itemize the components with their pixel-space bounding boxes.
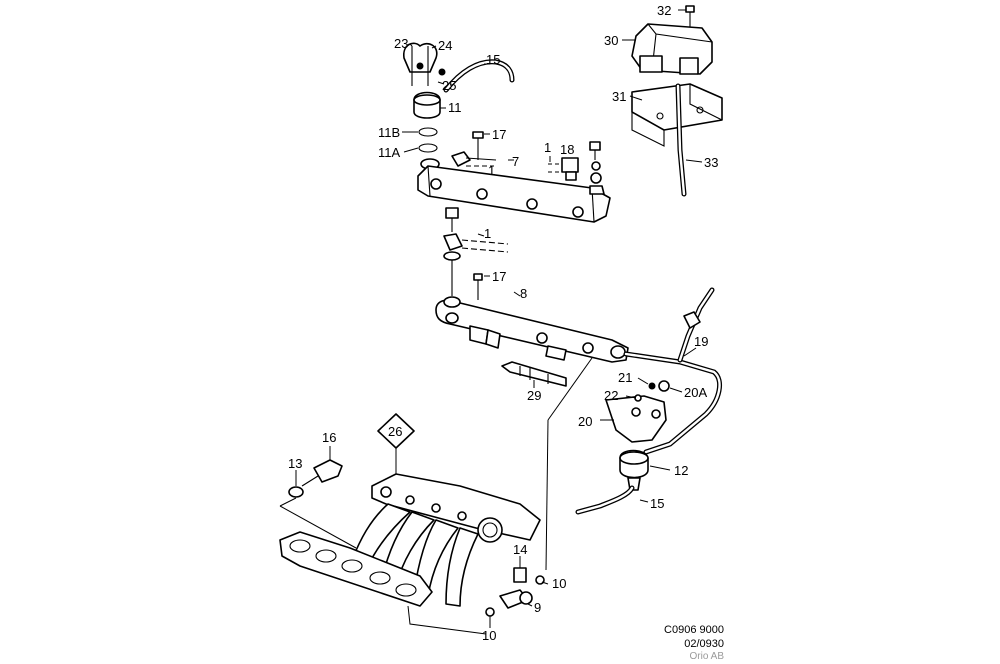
drawing-version: 02/0930 (684, 638, 724, 650)
label-17-lower: 17 (492, 269, 506, 284)
label-7: 7 (512, 154, 519, 169)
label-29: 29 (527, 388, 541, 403)
label-21: 21 (618, 370, 632, 385)
return-line-group: 19 21 22 20A 20 12 15 (575, 287, 723, 515)
label-19: 19 (694, 334, 708, 349)
label-1-sensor: 1 (544, 140, 551, 155)
label-14: 14 (513, 542, 527, 557)
label-33: 33 (704, 155, 718, 170)
injector-group: 14 10 9 10 (407, 357, 593, 643)
label-30: 30 (604, 33, 618, 48)
label-9: 9 (534, 600, 541, 615)
fuel-rail-7: 17 7 1 1 18 (417, 127, 611, 223)
label-10-upper: 10 (552, 576, 566, 591)
label-17-top: 17 (492, 127, 506, 142)
label-12: 12 (674, 463, 688, 478)
label-15-lower: 15 (650, 496, 664, 511)
label-1-lower: 1 (484, 226, 491, 241)
label-18: 18 (560, 142, 574, 157)
brand-mark: Orio AB (689, 651, 724, 662)
label-25: 25 (442, 78, 456, 93)
fuel-rail-8: 8 29 (435, 286, 629, 403)
regulator-upper-group: 23 24 15 25 11 11B 11A (378, 36, 515, 170)
label-10-lower: 10 (482, 628, 496, 643)
label-22: 22 (604, 388, 618, 403)
label-32: 32 (657, 3, 671, 18)
drawing-code: C0906 9000 (664, 624, 724, 636)
label-15-top: 15 (486, 52, 500, 67)
label-23: 23 (394, 36, 408, 51)
middle-fittings-group: 1 17 (443, 207, 509, 300)
label-20: 20 (578, 414, 592, 429)
pressure-sensor-group: 32 30 31 33 (604, 3, 723, 197)
label-24: 24 (438, 38, 452, 53)
label-26: 26 (388, 424, 402, 439)
intake-manifold-group: 26 16 13 (279, 413, 541, 607)
label-20a: 20A (684, 385, 707, 400)
label-16: 16 (322, 430, 336, 445)
label-11: 11 (448, 100, 462, 115)
label-8: 8 (520, 286, 527, 301)
label-11a: 11A (378, 145, 400, 160)
label-11b: 11B (378, 125, 400, 140)
label-1-rail: 1 (488, 163, 495, 178)
label-31: 31 (612, 89, 626, 104)
label-13: 13 (288, 456, 302, 471)
